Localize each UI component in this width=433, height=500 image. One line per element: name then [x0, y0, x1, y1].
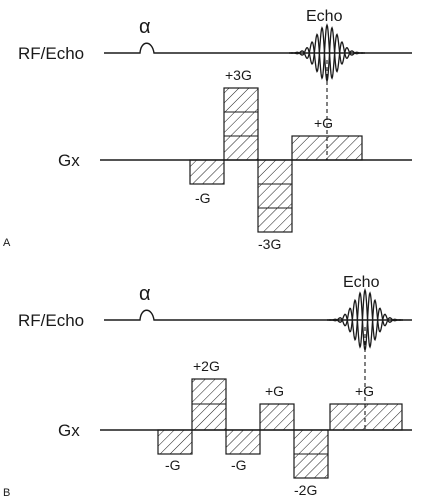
panel-b: RF/Echo α Echo Gx -G +2G -G +G -2G [3, 274, 412, 499]
gradient-lobe-b-2: +2G [191, 358, 227, 431]
lobe-label: +3G [225, 67, 252, 83]
gradient-lobe-b-4: +G [259, 383, 295, 431]
lobe-box [157, 429, 193, 455]
lobe-box [225, 429, 261, 455]
rf-baseline-a [104, 42, 412, 54]
rf-baseline-b [104, 309, 412, 321]
lobe-label: -2G [294, 482, 317, 498]
lobe-label: +G [314, 115, 333, 131]
flip-angle-label-a: α [139, 16, 151, 38]
gradient-lobe-b-1: -G [157, 429, 193, 473]
rf-label-b: RF/Echo [18, 311, 84, 330]
echo-waveform [289, 23, 365, 80]
rf-label-a: RF/Echo [18, 44, 84, 63]
lobe-box [259, 403, 295, 431]
lobe-label: -3G [258, 236, 281, 252]
lobe-box [189, 159, 225, 185]
gx-label-b: Gx [58, 421, 80, 440]
lobe-label: -G [231, 457, 247, 473]
gradient-lobe-b-3: -G [225, 429, 261, 473]
echo-label-b: Echo [343, 274, 380, 291]
gradient-lobe-a-1: -G [189, 159, 225, 206]
lobe-label: +G [265, 383, 284, 399]
lobe-label: +G [355, 383, 374, 399]
echo-waveform [327, 287, 403, 349]
gradient-lobe-a-4: +G [291, 115, 363, 161]
gradient-lobe-b-6: +G [329, 383, 403, 431]
gx-label-a: Gx [58, 151, 80, 170]
echo-label-a: Echo [306, 8, 343, 25]
lobe-label: -G [165, 457, 181, 473]
panel-label-b: B [3, 487, 10, 499]
lobe-box [291, 135, 363, 161]
lobe-box [223, 87, 259, 161]
lobe-label: +2G [193, 358, 220, 374]
lobe-box [257, 159, 293, 233]
panel-a: RF/Echo α Echo Gx -G +3G -3G +G A [3, 8, 412, 252]
gradient-lobe-b-5: -2G [293, 429, 329, 498]
lobe-box [329, 403, 403, 431]
flip-angle-label-b: α [139, 283, 151, 305]
gradient-lobe-a-2: +3G [223, 67, 259, 161]
lobe-label: -G [195, 190, 211, 206]
gradient-lobe-a-3: -3G [257, 159, 293, 252]
panel-label-a: A [3, 237, 11, 249]
